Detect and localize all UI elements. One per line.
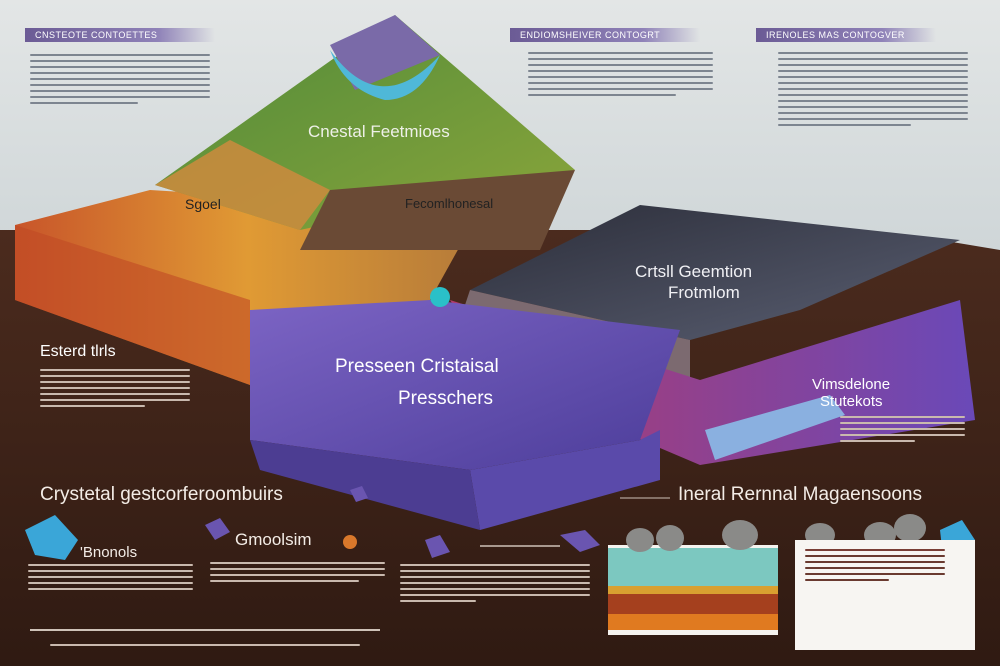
right-callout-text	[840, 412, 965, 446]
left-callout-text	[40, 365, 190, 411]
item1-label: 'Bnonols	[80, 544, 138, 561]
bottom-caption	[50, 640, 360, 650]
teal-layer	[608, 548, 778, 586]
panel-text-1	[30, 50, 210, 108]
rock-row	[626, 514, 926, 552]
teal-sphere	[430, 287, 450, 307]
wedge-label: Fecomlhonesal	[405, 196, 494, 211]
orange-layer-side	[15, 225, 250, 385]
orange-layer	[608, 614, 778, 630]
purple-slab-label-1: Presseen Cristaisal	[335, 356, 499, 377]
info-card-bg	[795, 540, 975, 650]
panel-text-3	[778, 48, 968, 130]
purple-slab-label-2: Presschers	[398, 388, 494, 409]
orange-layer-label: Sgoel	[185, 196, 221, 212]
crystal-blue-gem	[330, 50, 440, 100]
purple-crystals	[205, 486, 600, 558]
info-card-text	[805, 545, 945, 585]
center-text	[400, 560, 590, 606]
purple-slab-side	[470, 430, 660, 530]
pyramid-label: Cnestal Feetmioes	[308, 122, 450, 141]
slate-slab	[470, 205, 960, 340]
slate-label-1: Crtsll Geemtion	[635, 262, 753, 281]
bottom-right-title: Ineral Rernnal Magaensoons	[678, 484, 922, 505]
panel-header-2: ENDIOMSHEIVER CONTOGRT	[510, 28, 700, 42]
blue-crystal-left	[25, 515, 78, 560]
crystal-top	[330, 15, 440, 90]
bottom-left-title: Crystetal gestcorferoombuirs	[40, 484, 283, 505]
left-callout-title: Esterd tlrls	[40, 343, 116, 360]
pyramid-orange-face	[155, 140, 330, 230]
right-callout-title-2: Stutekots	[820, 393, 883, 410]
item1-text	[28, 560, 193, 594]
panel-header-1: CNSTEOTE CONTOETTES	[25, 28, 215, 42]
purple-slab-front	[250, 440, 480, 530]
panel-text-2	[528, 48, 713, 100]
red-layer	[608, 594, 778, 614]
brown-wedge	[300, 170, 575, 250]
orange-sphere	[343, 535, 357, 549]
right-callout-title-1: Vimsdelone	[812, 376, 891, 393]
panel-header-3: IRENOLES MAS CONTOGVER	[756, 28, 936, 42]
purple-slab-top	[250, 300, 680, 470]
item2-label: Gmoolsim	[235, 530, 312, 549]
item2-text	[210, 558, 385, 586]
yellow-layer	[608, 586, 778, 594]
slate-label-2: Frotmlom	[668, 283, 740, 302]
blue-crystal-bar	[705, 395, 845, 460]
